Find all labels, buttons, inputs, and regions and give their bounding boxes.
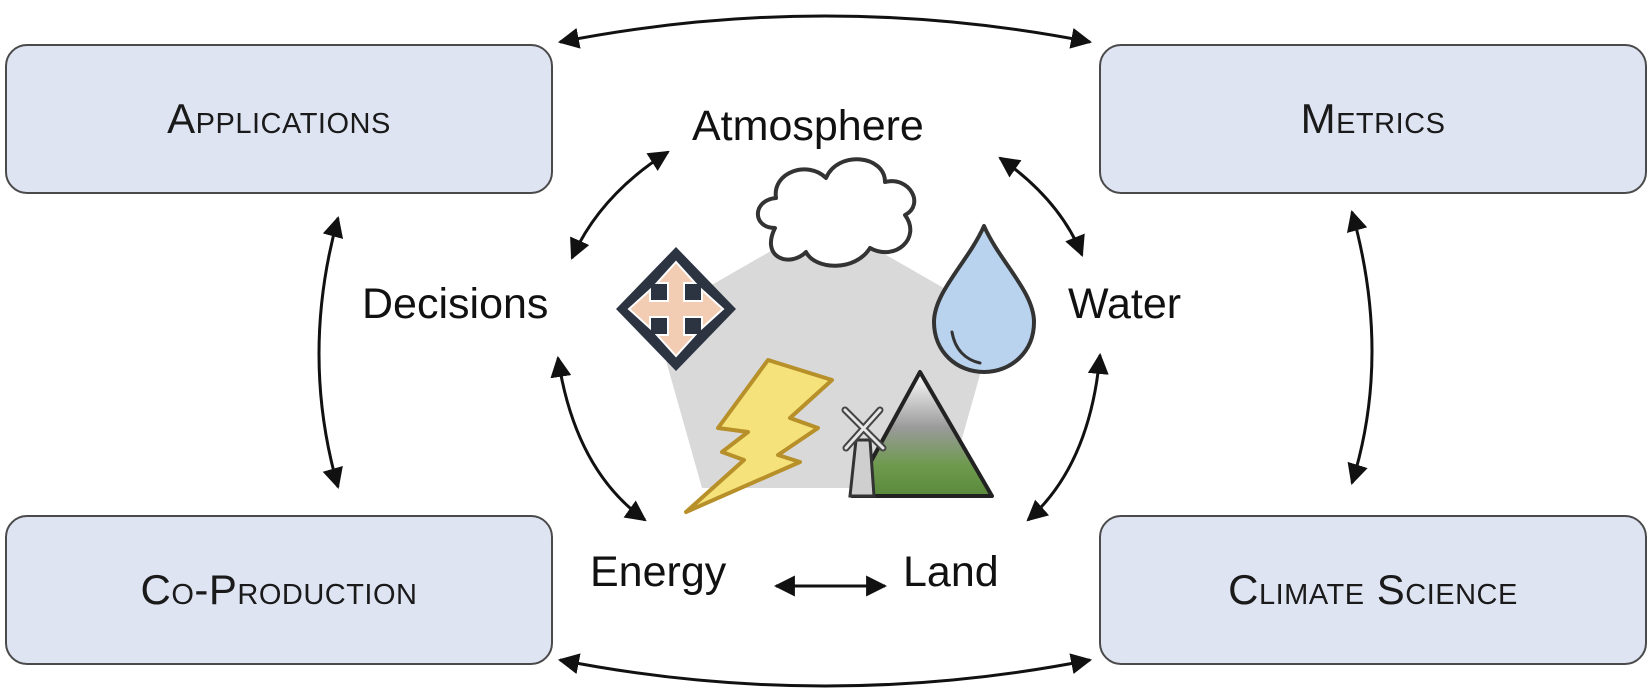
land-label: Land — [903, 548, 999, 596]
coproduction-label: Co-Production — [140, 566, 418, 613]
applications-label: Applications — [167, 95, 391, 142]
climate-science-label: Climate Science — [1228, 566, 1518, 613]
arrow-applications-metrics — [557, 14, 1093, 49]
lightning-icon — [684, 358, 834, 514]
metrics-label: Metrics — [1300, 95, 1446, 142]
applications-box: Applications — [5, 44, 553, 194]
energy-label: Energy — [590, 548, 727, 596]
cloud-icon — [756, 157, 917, 268]
coproduction-box: Co-Production — [5, 515, 553, 665]
arrow-atmosphere-decisions — [570, 150, 670, 260]
arrow-water-land — [1026, 352, 1109, 522]
arrow-atmosphere-water — [998, 156, 1085, 257]
metrics-box: Metrics — [1099, 44, 1647, 194]
atmosphere-label: Atmosphere — [692, 102, 924, 150]
arrow-metrics-climate — [1346, 209, 1374, 486]
arrow-applications-coproduction — [317, 215, 344, 490]
decisions-arrows-icon — [616, 247, 736, 371]
water-label: Water — [1068, 280, 1182, 328]
climate-science-box: Climate Science — [1099, 515, 1647, 665]
mountain-windmill-icon — [841, 370, 994, 498]
arrow-coproduction-climate — [557, 653, 1093, 688]
water-drop-icon — [932, 224, 1036, 374]
arrow-decisions-energy — [550, 355, 647, 522]
decisions-label: Decisions — [362, 280, 549, 328]
